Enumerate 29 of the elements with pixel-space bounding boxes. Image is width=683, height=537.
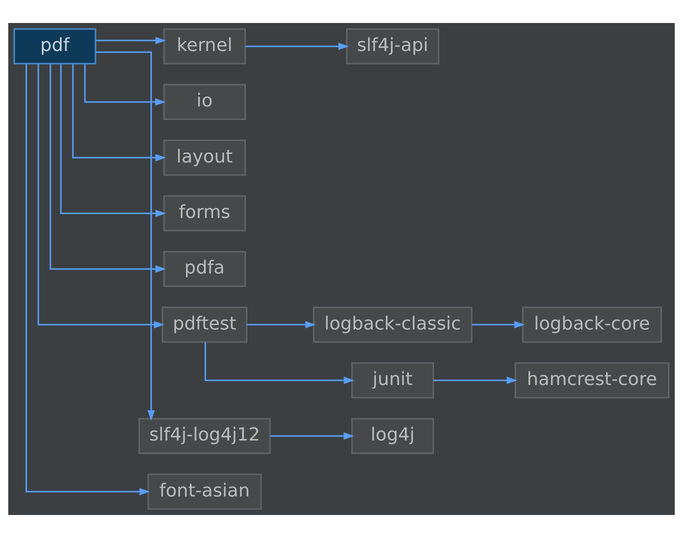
- node-box: layout: [163, 139, 246, 176]
- arrow: [472, 320, 525, 328]
- arrow: [270, 432, 354, 440]
- arrow: [433, 376, 518, 384]
- arrow: [246, 320, 316, 328]
- node-box: logback-core: [522, 306, 662, 342]
- arrow: [60, 64, 166, 217]
- node-box: kernel: [163, 28, 246, 64]
- node-box: pdfa: [163, 250, 246, 287]
- node-box: font-asian: [147, 473, 262, 510]
- node-box: hamcrest-core: [514, 362, 670, 398]
- arrow: [72, 63, 166, 161]
- node-box: pdftest: [162, 306, 248, 342]
- arrow: [96, 36, 166, 44]
- node-box: pdf: [14, 28, 96, 64]
- arrow: [38, 63, 164, 328]
- node-box: log4j: [351, 417, 434, 454]
- arrow: [245, 42, 349, 50]
- arrow: [26, 63, 150, 495]
- node-box: slf4j-api: [346, 28, 440, 64]
- node-box: io: [163, 83, 246, 120]
- arrow: [84, 63, 166, 106]
- arrow: [204, 342, 354, 384]
- arrow: [96, 50, 155, 420]
- node-box: junit: [351, 362, 434, 398]
- arrow: [50, 63, 166, 272]
- node-box: forms: [163, 194, 246, 231]
- node-box: logback-classic: [312, 306, 472, 342]
- node-box: slf4j-log4j12: [138, 417, 271, 454]
